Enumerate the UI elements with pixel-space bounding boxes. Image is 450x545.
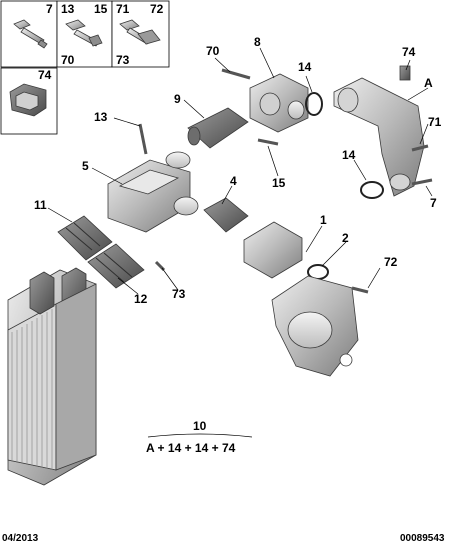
callout-4: 4 [230,174,237,188]
callout-73: 73 [172,287,186,301]
fastener-box-13-15-70: 13 15 70 [56,0,113,68]
bolt-72 [351,286,369,294]
bolt-icon [13,19,48,49]
intake-housing-5 [107,151,199,233]
intercooler [7,267,97,486]
pipe-9 [187,107,249,149]
clip-icon [399,65,411,81]
footer-code: 00089543 [400,533,445,544]
callout-7: 7 [430,196,437,210]
callout-9: 9 [174,92,181,106]
callouts: 8 70 74 14 9 A 13 71 5 14 15 4 7 11 1 2 … [34,35,442,306]
leader-lines [47,47,433,295]
bolt-13 [138,123,148,155]
callout-1: 1 [320,213,327,227]
hose-4 [203,197,249,233]
bolt-icon [119,19,161,45]
footer-date: 04/2013 [2,533,39,544]
turbocharger [271,275,359,377]
fastener-box-71-72-73: 71 72 73 [111,0,170,68]
code-label: 72 [150,2,164,16]
kit-ref: 10 [193,419,207,433]
throttle-body-8 [249,73,309,133]
bolt-71 [411,144,429,152]
callout-2: 2 [342,231,349,245]
seal-14-lower [360,181,384,199]
bolt-70 [221,68,251,80]
seal-14-upper [305,92,323,116]
charge-pipe-1 [243,221,303,279]
clip-icon [9,83,47,117]
code-label: 74 [38,68,52,82]
callout-71: 71 [428,115,442,129]
code-label: 7 [46,2,53,16]
callout-12: 12 [134,292,148,306]
bolt-icon [65,19,103,47]
bolt-15 [257,138,279,146]
fastener-box-7: 7 [0,0,58,68]
callout-13: 13 [94,110,108,124]
callout-8: 8 [254,35,261,49]
callout-5: 5 [82,159,89,173]
kit-formula-text: A + 14 + 14 + 74 [146,441,236,455]
code-label: 70 [61,53,75,67]
callout-14: 14 [298,60,312,74]
callout-A: A [424,76,433,90]
callout-14b: 14 [342,148,356,162]
code-label: 13 [61,2,75,16]
kit-formula: 10 A + 14 + 14 + 74 [146,419,253,455]
callout-74: 74 [402,45,416,59]
bolt-7 [411,178,433,186]
code-label: 71 [116,2,130,16]
callout-11: 11 [34,198,47,212]
intake-manifold-A [333,65,425,197]
clip-box-74: 74 [0,67,58,135]
hose-12 [87,243,145,289]
code-label: 73 [116,53,130,67]
callout-70: 70 [206,44,220,58]
code-label: 15 [94,2,108,16]
callout-72: 72 [384,255,398,269]
hose-11 [57,215,113,261]
callout-15: 15 [272,176,286,190]
